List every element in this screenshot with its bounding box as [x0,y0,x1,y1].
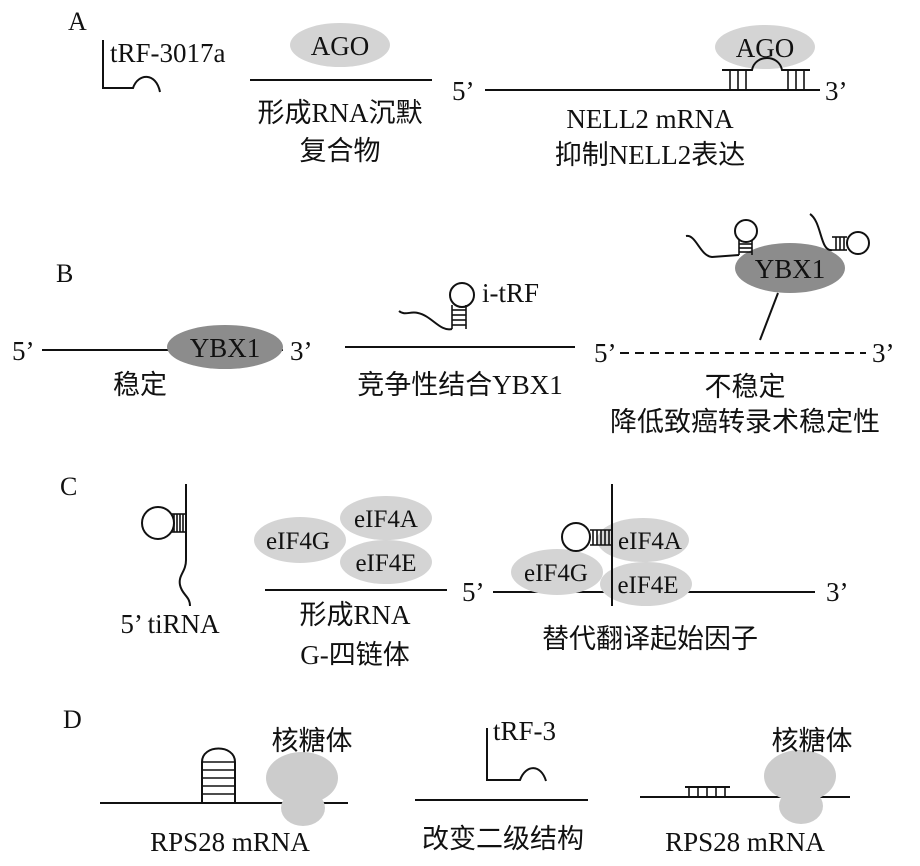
ribosome-left [266,752,338,826]
i-trf-label: i-tRF [482,278,539,308]
eif4g-protein [254,517,346,563]
three-prime-label: 3’ [826,577,849,607]
trf-3017a-label: tRF-3017a [110,38,226,68]
rps28-mrna-label-left: RPS28 mRNA [150,827,310,857]
panel-a-label: A [68,7,87,36]
caption-a-left-line1: 形成RNA沉默 [257,98,422,128]
rps28-mrna-label-right: RPS28 mRNA [665,827,825,857]
ybx1-protein-left [167,325,283,369]
caption-c-left-line2: G-四链体 [300,640,410,670]
ybx1-label-left: YBX1 [190,333,261,363]
five-prime-label: 5’ [12,336,35,366]
eif4e-protein [340,540,432,584]
five-prime-label: 5’ [594,338,617,368]
eif4e-label: eIF4E [617,572,678,599]
rps28-hairpin [201,747,236,803]
ribosome-right [764,750,836,824]
panel-c: C 5’ tiRNA eIF4G eIF4A eIF4E 形成RNA G-四链体… [60,472,849,670]
ago-protein-right [715,25,815,69]
tirna-label: 5’ tiRNA [120,609,220,639]
caption-b-middle: 竞争性结合YBX1 [357,370,563,400]
ribosome-label-right: 核糖体 [772,726,853,756]
eif4e-protein [600,562,692,606]
trf-3-pairing [685,786,730,797]
trf-3-label: tRF-3 [493,716,556,746]
ybx1-label-right: YBX1 [755,254,826,284]
eif4a-label: eIF4A [354,506,418,533]
five-prime-label: 5’ [452,76,475,106]
three-prime-label: 3’ [825,76,848,106]
ago-protein-left [290,23,390,67]
eif4g-protein [511,549,603,595]
i-trf-hairpin-bound-right [809,213,870,255]
ago-label-left: AGO [311,31,370,61]
caption-c-left-line1: 形成RNA [299,600,411,630]
panel-d-label: D [63,705,82,734]
i-trf-hairpin-bound-left [685,219,758,259]
eif-cluster-left: eIF4G eIF4A eIF4E [254,496,432,584]
trf-mrna-pairing [722,57,810,90]
eif4g-label: eIF4G [524,560,588,587]
ribosome-label-left: 核糖体 [272,726,353,756]
three-prime-label: 3’ [290,336,313,366]
tirna-hairpin [141,484,191,607]
panel-b: B 5’ YBX1 3’ 稳定 i-tRF 竞争性结合YBX1 5’ 3’ YB… [12,213,895,437]
eif4e-label: eIF4E [355,550,416,577]
trf-3017a-strand [102,40,161,93]
caption-b-right-line2: 降低致癌转录术稳定性 [610,407,880,437]
caption-d-middle: 改变二级结构 [422,824,584,854]
caption-a-right: 抑制NELL2表达 [555,140,745,170]
nell2-mrna-label: NELL2 mRNA [566,104,734,134]
ybx1-release-line [759,292,779,341]
caption-c-right: 替代翻译起始因子 [542,624,758,654]
caption-b-right-line1: 不稳定 [705,372,786,402]
eif4a-label: eIF4A [618,528,682,555]
ybx1-protein-right [735,243,845,293]
eif4a-protein [597,518,689,562]
eif4a-protein [340,496,432,540]
caption-b-left: 稳定 [113,370,167,400]
tirna-hairpin-displacing [561,484,613,606]
i-trf-hairpin [398,282,475,331]
panel-a: A tRF-3017a AGO 形成RNA沉默 复合物 5’ AGO 3’ NE… [68,7,848,170]
eif4g-label: eIF4G [266,528,330,555]
five-prime-label: 5’ [462,577,485,607]
panel-c-label: C [60,472,77,501]
eif-cluster-right [511,518,692,606]
panel-d: D 核糖体 RPS28 mRNA tRF-3 改变二级结构 [63,705,853,857]
caption-a-left-line2: 复合物 [300,136,381,166]
panel-b-label: B [56,259,73,288]
three-prime-label: 3’ [872,338,895,368]
trf-3-strand [486,728,547,782]
